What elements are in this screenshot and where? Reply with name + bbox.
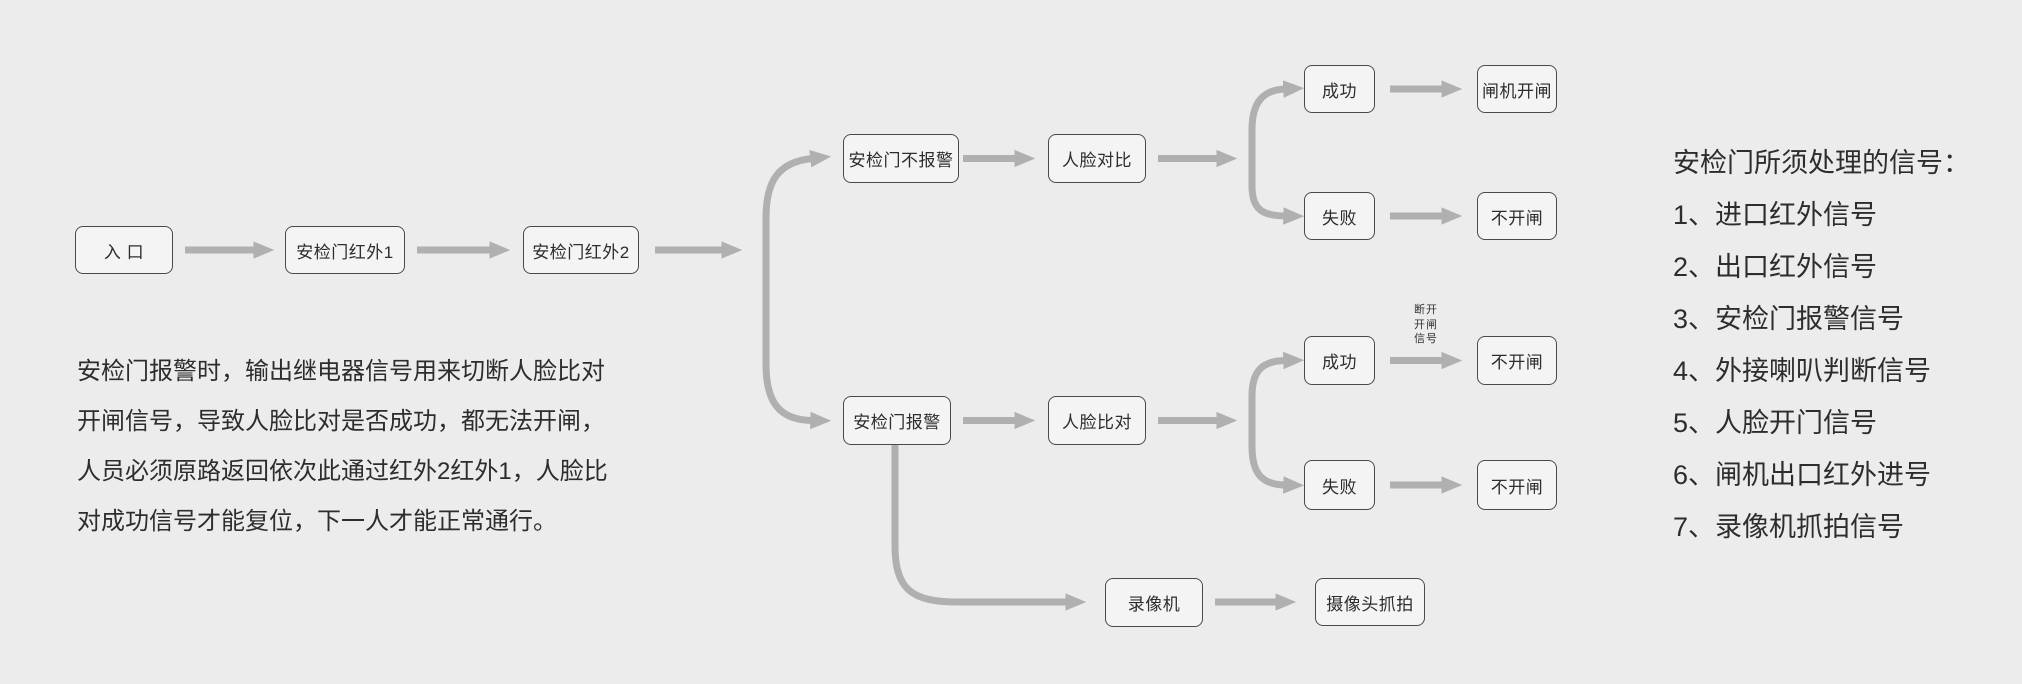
node-success-mid: 成功 [1304,336,1375,385]
connector-top-split-fail [1248,156,1305,225]
node-gate-open: 闸机开闸 [1477,65,1557,113]
signal-item: 1、进口红外信号 [1673,200,1878,230]
note-line: 人员必须原路返回依次此通过红外2红外1，人脸比 [77,458,608,485]
connector-mid-split-success [1248,351,1305,425]
signal-item: 7、录像机抓拍信号 [1673,512,1905,542]
connector-top-split-success [1248,80,1305,164]
node-fail-mid: 失败 [1304,460,1375,510]
node-face-compare-mid: 人脸比对 [1048,396,1146,445]
node-entrance: 入 口 [75,226,173,274]
connector-alarm-to-recorder [891,442,1087,611]
note-line: 开闸信号，导致人脸比对是否成功，都无法开闸， [77,408,605,435]
signal-item: 5、人脸开门信号 [1673,408,1878,438]
note-line: 安检门报警时，输出继电器信号用来切断人脸比对 [77,358,605,385]
signal-item: 2、出口红外信号 [1673,252,1878,282]
connector-split-to-alarm [762,288,832,430]
node-recorder: 录像机 [1105,578,1203,627]
node-gate-alarm: 安检门报警 [843,396,951,445]
node-gate-infrared-1: 安检门红外1 [285,226,405,274]
note-line: 对成功信号才能复位，下一人才能正常通行。 [77,508,557,535]
node-no-open-mid-success: 不开闸 [1477,336,1557,385]
connector-mid-split-fail [1248,417,1305,494]
node-no-open-mid-fail: 不开闸 [1477,460,1557,510]
signals-list: 安检门所须处理的信号： 1、进口红外信号 2、出口红外信号 3、安检门报警信号 … [1673,137,1970,553]
node-no-open-top: 不开闸 [1477,192,1557,240]
node-fail-top: 失败 [1304,192,1375,240]
node-success-top: 成功 [1304,65,1375,113]
connector-split-to-no-alarm [762,149,832,296]
signal-item: 4、外接喇叭判断信号 [1673,356,1932,386]
signals-title: 安检门所须处理的信号： [1673,148,1970,178]
signal-item: 6、闸机出口红外进号 [1673,460,1932,490]
alarm-explanation-note: 安检门报警时，输出继电器信号用来切断人脸比对 开闸信号，导致人脸比对是否成功，都… [77,347,608,547]
node-gate-infrared-2: 安检门红外2 [523,226,639,274]
signal-item: 3、安检门报警信号 [1673,304,1905,334]
node-face-compare-top: 人脸对比 [1048,134,1146,183]
edge-label-cut-gate-signal: 断开 开闸 信号 [1414,304,1438,345]
node-gate-no-alarm: 安检门不报警 [843,134,959,183]
node-camera-capture: 摄像头抓拍 [1315,578,1425,626]
